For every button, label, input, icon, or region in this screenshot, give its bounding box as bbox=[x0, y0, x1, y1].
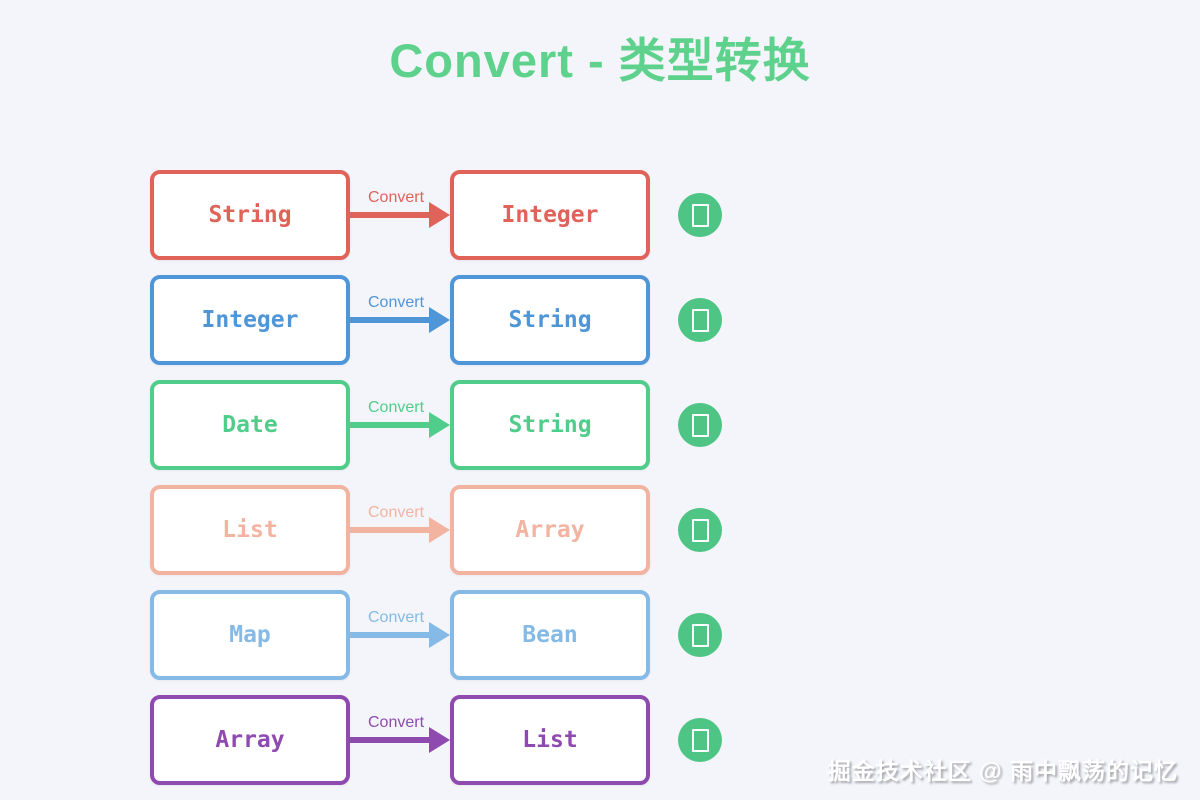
conversion-rows: String Convert Integer Integer Convert bbox=[150, 170, 722, 800]
convert-arrow-label: Convert bbox=[367, 399, 425, 416]
arrow-line bbox=[350, 527, 430, 533]
convert-arrow-label: Convert bbox=[367, 609, 425, 626]
convert-arrow: Convert bbox=[350, 380, 450, 470]
arrow-head-icon bbox=[429, 727, 450, 753]
missing-glyph-icon bbox=[691, 518, 709, 542]
source-type-box: List bbox=[150, 485, 350, 575]
arrow-line bbox=[350, 632, 430, 638]
convert-arrow-label: Convert bbox=[367, 504, 425, 521]
status-circle-icon bbox=[678, 193, 722, 237]
status-circle-icon bbox=[678, 298, 722, 342]
source-type-box: String bbox=[150, 170, 350, 260]
source-type-box: Map bbox=[150, 590, 350, 680]
watermark: 掘金技术社区 @ 雨中飘荡的记忆 bbox=[827, 758, 1178, 784]
arrow-line bbox=[350, 212, 430, 218]
arrow-line bbox=[350, 737, 430, 743]
status-circle-icon bbox=[678, 403, 722, 447]
convert-arrow: Convert bbox=[350, 590, 450, 680]
convert-arrow: Convert bbox=[350, 275, 450, 365]
target-type-label: Integer bbox=[501, 202, 599, 228]
arrow-head-icon bbox=[429, 202, 450, 228]
missing-glyph-icon bbox=[691, 308, 709, 332]
arrow-head-icon bbox=[429, 622, 450, 648]
page-title: Convert - 类型转换 bbox=[389, 34, 811, 87]
convert-arrow: Convert bbox=[350, 170, 450, 260]
target-type-box: String bbox=[450, 275, 650, 365]
source-type-box: Date bbox=[150, 380, 350, 470]
convert-arrow: Convert bbox=[350, 485, 450, 575]
arrow-head-icon bbox=[429, 517, 450, 543]
target-type-label: String bbox=[508, 412, 592, 438]
source-type-box: Integer bbox=[150, 275, 350, 365]
target-type-label: Bean bbox=[522, 622, 578, 648]
arrow-line bbox=[350, 422, 430, 428]
conversion-row-array-list: Array Convert List bbox=[150, 695, 722, 785]
target-type-box: Array bbox=[450, 485, 650, 575]
source-type-label: Integer bbox=[201, 307, 299, 333]
target-type-label: List bbox=[522, 727, 578, 753]
status-circle-icon bbox=[678, 613, 722, 657]
convert-arrow: Convert bbox=[350, 695, 450, 785]
source-type-label: List bbox=[222, 517, 278, 543]
conversion-row-map-bean: Map Convert Bean bbox=[150, 590, 722, 680]
target-type-box: String bbox=[450, 380, 650, 470]
source-type-label: Map bbox=[229, 622, 271, 648]
conversion-row-list-array: List Convert Array bbox=[150, 485, 722, 575]
convert-arrow-label: Convert bbox=[367, 189, 425, 206]
status-circle-icon bbox=[678, 718, 722, 762]
missing-glyph-icon bbox=[691, 728, 709, 752]
source-type-box: Array bbox=[150, 695, 350, 785]
convert-arrow-label: Convert bbox=[367, 714, 425, 731]
target-type-box: Bean bbox=[450, 590, 650, 680]
source-type-label: Date bbox=[222, 412, 278, 438]
missing-glyph-icon bbox=[691, 413, 709, 437]
status-circle-icon bbox=[678, 508, 722, 552]
arrow-head-icon bbox=[429, 307, 450, 333]
source-type-label: Array bbox=[215, 727, 285, 753]
missing-glyph-icon bbox=[691, 623, 709, 647]
source-type-label: String bbox=[208, 202, 292, 228]
arrow-head-icon bbox=[429, 412, 450, 438]
conversion-row-integer-string: Integer Convert String bbox=[150, 275, 722, 365]
target-type-label: String bbox=[508, 307, 592, 333]
target-type-label: Array bbox=[515, 517, 585, 543]
conversion-row-date-string: Date Convert String bbox=[150, 380, 722, 470]
target-type-box: Integer bbox=[450, 170, 650, 260]
target-type-box: List bbox=[450, 695, 650, 785]
conversion-row-string-integer: String Convert Integer bbox=[150, 170, 722, 260]
arrow-line bbox=[350, 317, 430, 323]
convert-arrow-label: Convert bbox=[367, 294, 425, 311]
missing-glyph-icon bbox=[691, 203, 709, 227]
